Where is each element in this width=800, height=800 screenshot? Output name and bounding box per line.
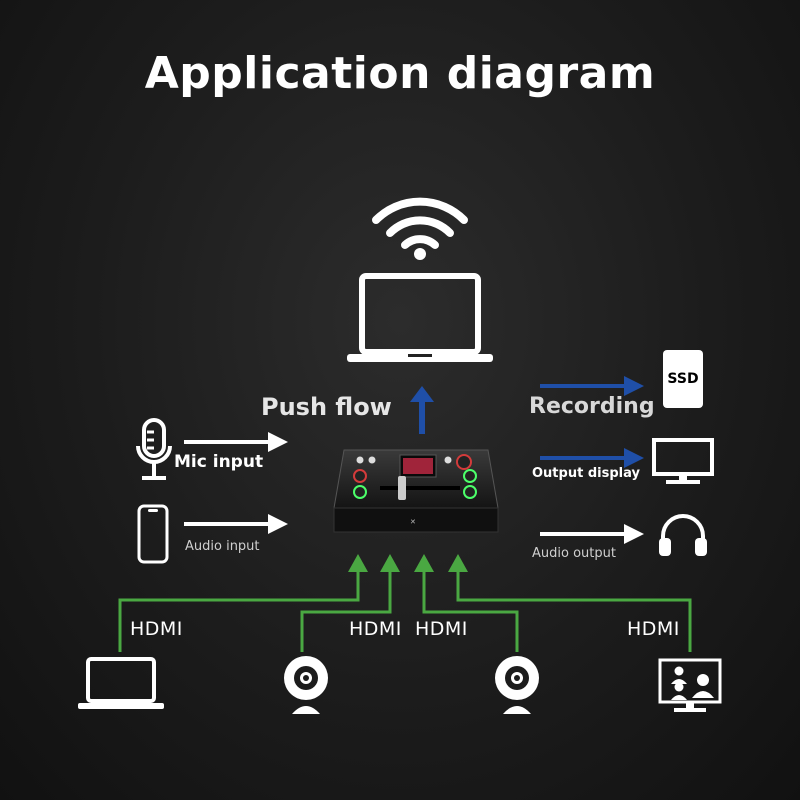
switcher-device: ✕ bbox=[333, 449, 499, 533]
ssd-label: SSD bbox=[667, 371, 699, 387]
mic-input-arrow bbox=[184, 432, 288, 452]
svg-text:✕: ✕ bbox=[410, 518, 416, 526]
recording-arrow bbox=[540, 376, 644, 396]
laptop-icon bbox=[347, 273, 493, 362]
headphones-icon bbox=[659, 514, 707, 556]
page-title: Application diagram bbox=[144, 48, 656, 99]
source-laptop-icon bbox=[78, 657, 164, 709]
push-flow-label: Push flow bbox=[261, 393, 392, 421]
video-conference-icon bbox=[658, 658, 722, 712]
hdmi-label-3: HDMI bbox=[415, 618, 468, 640]
microphone-icon bbox=[136, 418, 172, 480]
webcam-icon bbox=[284, 656, 328, 714]
recording-label: Recording bbox=[529, 394, 655, 419]
audio-input-arrow bbox=[184, 514, 288, 534]
audio-input-label: Audio input bbox=[185, 539, 260, 554]
output-display-arrow bbox=[540, 448, 644, 468]
monitor-icon bbox=[652, 438, 714, 484]
push-flow-arrow bbox=[410, 386, 434, 434]
hdmi-label-1: HDMI bbox=[130, 618, 183, 640]
mic-input-label: Mic input bbox=[174, 452, 264, 472]
ssd-icon: SSD bbox=[663, 350, 703, 408]
phone-icon bbox=[137, 504, 169, 564]
hdmi-label-2: HDMI bbox=[349, 618, 402, 640]
output-display-label: Output display bbox=[532, 466, 640, 481]
wifi-icon bbox=[372, 197, 468, 260]
audio-output-arrow bbox=[540, 524, 644, 544]
audio-output-label: Audio output bbox=[532, 546, 616, 561]
hdmi-label-4: HDMI bbox=[627, 618, 680, 640]
webcam-icon bbox=[495, 656, 539, 714]
